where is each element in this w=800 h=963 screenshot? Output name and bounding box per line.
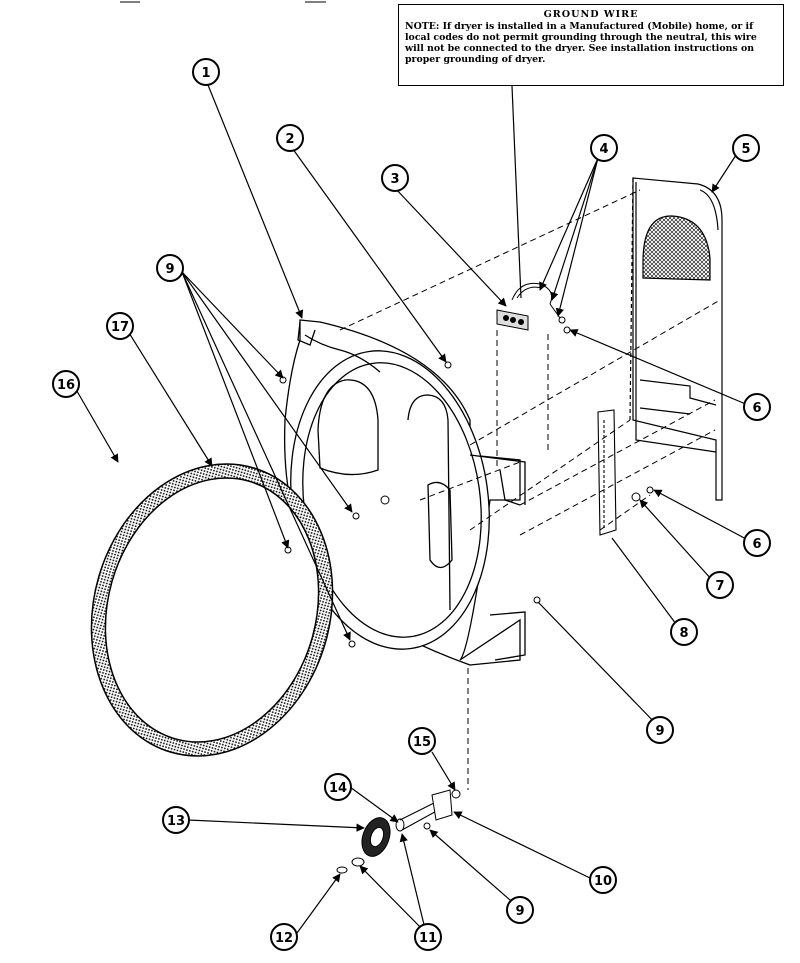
- callout-17: 17: [106, 312, 134, 340]
- callout-3: 3: [381, 164, 409, 192]
- callout-15: 15: [408, 727, 436, 755]
- svg-text:7: 7: [715, 579, 724, 594]
- front-bulkhead-part: [283, 319, 526, 666]
- callout-9b: 9: [646, 716, 674, 744]
- callout-9c: 9: [506, 896, 534, 924]
- svg-text:16: 16: [57, 378, 75, 393]
- svg-text:9: 9: [655, 724, 664, 739]
- callout-leader-lines: [73, 79, 749, 934]
- svg-text:11: 11: [419, 931, 437, 946]
- note-body: NOTE: If dryer is installed in a Manufac…: [405, 21, 777, 65]
- callout-7: 7: [706, 571, 734, 599]
- svg-text:14: 14: [329, 781, 347, 796]
- callout-4: 4: [590, 134, 618, 162]
- callout-12: 12: [270, 923, 298, 951]
- svg-text:12: 12: [275, 931, 293, 946]
- note-text: If dryer is installed in a Manufactured …: [405, 21, 757, 65]
- svg-text:2: 2: [285, 132, 294, 147]
- callout-14: 14: [324, 773, 352, 801]
- callout-13: 13: [162, 806, 190, 834]
- terminal-block-part: [496, 282, 571, 334]
- callout-5: 5: [732, 134, 760, 162]
- callout-bubbles: 1 2 3 4 5 6 6 7 8 9 9 9 10 11 12 13 14 1…: [52, 58, 771, 951]
- callout-16: 16: [52, 370, 80, 398]
- svg-text:3: 3: [390, 172, 399, 187]
- callout-6b: 6: [743, 529, 771, 557]
- callout-9a: 9: [156, 254, 184, 282]
- door-seal-gasket: [90, 463, 334, 757]
- svg-text:17: 17: [111, 320, 129, 335]
- ground-wire-note: GROUND WIRE NOTE: If dryer is installed …: [398, 4, 784, 86]
- svg-text:6: 6: [752, 401, 761, 416]
- note-title: GROUND WIRE: [543, 9, 639, 20]
- svg-text:9: 9: [515, 904, 524, 919]
- callout-6a: 6: [743, 393, 771, 421]
- rear-panel-part: [629, 177, 723, 501]
- svg-text:4: 4: [599, 142, 608, 157]
- svg-text:10: 10: [594, 874, 612, 889]
- callout-11: 11: [414, 923, 442, 951]
- hinge-bracket-part: [597, 409, 617, 536]
- callout-2: 2: [276, 124, 304, 152]
- svg-text:9: 9: [165, 262, 174, 277]
- svg-text:6: 6: [752, 537, 761, 552]
- svg-text:5: 5: [741, 142, 750, 157]
- drum-roller-assembly: [336, 789, 461, 874]
- svg-text:15: 15: [413, 735, 431, 750]
- svg-text:13: 13: [167, 814, 185, 829]
- callout-10: 10: [589, 866, 617, 894]
- callout-8: 8: [670, 618, 698, 646]
- svg-text:1: 1: [201, 66, 210, 81]
- note-label: NOTE:: [405, 21, 440, 32]
- callout-1: 1: [192, 58, 220, 86]
- svg-text:8: 8: [679, 626, 688, 641]
